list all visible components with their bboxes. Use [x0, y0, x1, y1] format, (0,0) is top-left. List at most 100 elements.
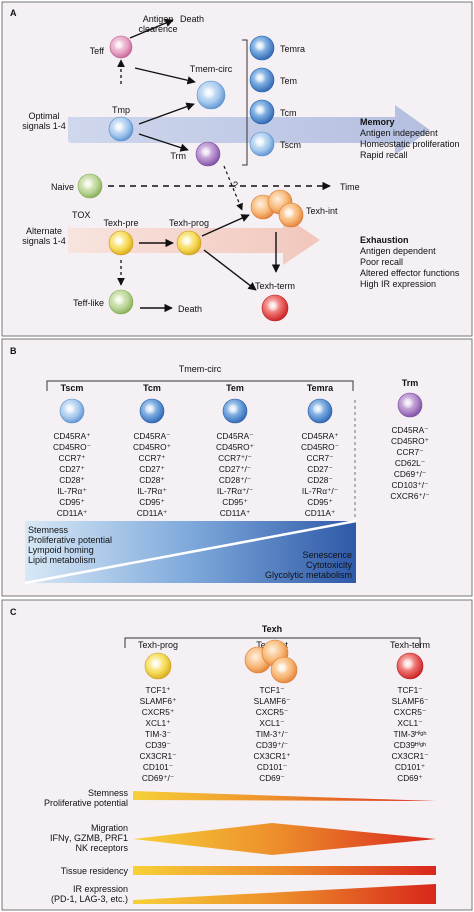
marker-texh-prog-2: CXCR5⁺: [142, 707, 175, 717]
marker-trm-3: CD62L⁻: [395, 458, 425, 468]
label-death-top: Death: [180, 14, 204, 24]
label-tmp: Tmp: [112, 105, 130, 115]
marker-temra-7: CD11A⁺: [305, 508, 336, 518]
label-teff-like: Teff-like: [73, 298, 104, 308]
marker-texh-term-5: CD39ᴴⁱᵍʰ: [394, 740, 427, 750]
exhaustion-line-1: Antigen dependent: [360, 246, 436, 256]
marker-texh-term-7: CD101⁺: [395, 762, 425, 772]
left-feature-3: Lympoid homing: [28, 545, 94, 555]
col-header-texh-term-c: Texh-term: [390, 640, 430, 650]
cell-teff: [109, 35, 133, 59]
cell-tem-b: [222, 398, 248, 424]
memory-title: Memory: [360, 117, 395, 127]
tmem-circ-bracket: [46, 380, 354, 391]
marker-tscm-0: CD45RA⁺: [53, 431, 90, 441]
marker-temra-3: CD27⁻: [307, 464, 333, 474]
label-texh: Texh: [262, 624, 282, 634]
col-header-trm: Trm: [402, 378, 419, 388]
label-tcm: Tcm: [280, 108, 297, 118]
marker-tem-0: CD45RA⁻: [216, 431, 253, 441]
cell-teff-like: [108, 289, 134, 315]
grad-label-stemness-2: Proliferative potential: [44, 798, 128, 808]
marker-tscm-5: IL-7Rα⁺: [57, 486, 86, 496]
label-alternate-2: signals 1-4: [22, 236, 66, 246]
marker-texh-int-4: TIM-3⁺/⁻: [256, 729, 289, 739]
marker-texh-int-0: TCF1⁻: [259, 685, 284, 695]
marker-tem-2: CCR7⁺/⁻: [218, 453, 252, 463]
marker-tcm-1: CD45RO⁺: [133, 442, 171, 452]
right-feature-1: Senescence: [302, 550, 352, 560]
cell-tcm-b: [139, 398, 165, 424]
marker-texh-prog-5: CD39⁻: [145, 740, 171, 750]
right-feature-3: Glycolytic metabolism: [265, 570, 352, 580]
marker-texh-term-0: TCF1⁻: [397, 685, 422, 695]
marker-trm-6: CXCR6⁺/⁻: [390, 491, 429, 501]
panel-c-label: C: [10, 607, 17, 617]
marker-temra-4: CD28⁻: [307, 475, 333, 485]
marker-tscm-2: CCR7⁺: [59, 453, 86, 463]
label-tox: TOX: [72, 210, 90, 220]
label-alternate-1: Alternate: [26, 226, 62, 236]
marker-trm-4: CD69⁺/⁻: [394, 469, 426, 479]
marker-texh-prog-7: CD101⁻: [143, 762, 173, 772]
cell-tem: [249, 67, 275, 93]
marker-texh-int-6: CX3CR1⁺: [253, 751, 290, 761]
marker-tcm-6: CD95⁺: [139, 497, 165, 507]
marker-trm-2: CCR7⁻: [397, 447, 424, 457]
marker-tem-5: IL-7Rα⁺/⁻: [217, 486, 253, 496]
grad-label-migration-2: IFNγ, GZMB, PRF1: [50, 833, 128, 843]
label-tmem-circ: Tmem-circ: [190, 64, 233, 74]
col-header-tscm: Tscm: [61, 383, 84, 393]
gradient-tissue-residency: [133, 866, 436, 875]
cell-tmp: [108, 116, 134, 142]
cell-texh-term-c: [396, 652, 424, 680]
label-texh-term: Texh-term: [255, 281, 295, 291]
exhaustion-line-3: Altered effector functions: [360, 268, 460, 278]
marker-texh-term-4: TIM-3ᴴⁱᵍʰ: [393, 729, 426, 739]
panel-c-frame: [1, 599, 473, 911]
grad-label-stemness-1: Stemness: [88, 788, 129, 798]
cell-temra: [249, 35, 275, 61]
marker-temra-1: CD45RO⁻: [301, 442, 339, 452]
cell-texh-prog-c: [144, 652, 172, 680]
marker-texh-prog-0: TCF1⁺: [145, 685, 170, 695]
marker-tcm-5: IL-7Rα⁺: [137, 486, 166, 496]
label-texh-int: Texh-int: [306, 206, 338, 216]
gradient-migration: [133, 823, 436, 855]
arrow-prog-int: [201, 214, 250, 237]
marker-texh-term-6: CX3CR1⁻: [391, 751, 428, 761]
marker-temra-6: CD95⁺: [307, 497, 333, 507]
arrow-trm-texh: [223, 165, 243, 211]
col-header-tcm: Tcm: [143, 383, 161, 393]
left-feature-4: Lipid metabolism: [28, 555, 96, 565]
cell-tcm: [249, 99, 275, 125]
exhaustion-line-2: Poor recall: [360, 257, 403, 267]
left-feature-1: Stemness: [28, 525, 69, 535]
marker-tscm-6: CD95⁺: [59, 497, 85, 507]
marker-tscm-1: CD45RO⁻: [53, 442, 91, 452]
marker-tem-4: CD28⁺/⁻: [219, 475, 251, 485]
marker-tcm-0: CD45RA⁻: [133, 431, 170, 441]
cell-texh-prog: [176, 230, 202, 256]
right-feature-2: Cytotoxicity: [306, 560, 353, 570]
marker-tem-3: CD27⁺/⁻: [219, 464, 251, 474]
arrow-teff-tmemcirc: [134, 67, 196, 85]
cell-texh-int-cluster: [250, 189, 304, 228]
gradient-ir-expression: [133, 884, 436, 904]
panel-a-frame: [1, 1, 473, 337]
memory-subset-bracket: [242, 39, 248, 166]
grad-label-migration-1: Migration: [91, 823, 128, 833]
label-optimal-1: Optimal: [28, 111, 59, 121]
marker-texh-prog-8: CD69⁺/⁻: [142, 773, 174, 783]
label-time: Time: [340, 182, 360, 192]
marker-texh-int-2: CXCR5⁻: [256, 707, 289, 717]
label-texh-pre: Texh-pre: [103, 218, 138, 228]
col-header-temra: Temra: [307, 383, 334, 393]
marker-temra-2: CCR7⁻: [307, 453, 334, 463]
cell-trm: [195, 141, 221, 167]
label-tscm: Tscm: [280, 140, 301, 150]
marker-tem-6: CD95⁺: [222, 497, 248, 507]
cell-temra-b: [307, 398, 333, 424]
grad-label-ir-2: (PD-1, LAG-3, etc.): [51, 894, 128, 904]
cell-naive: [77, 173, 103, 199]
